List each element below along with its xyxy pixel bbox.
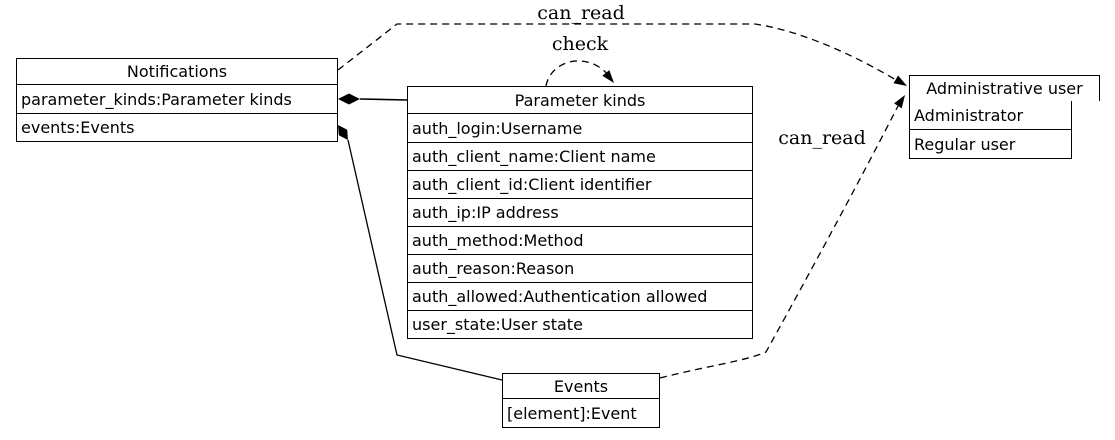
- composition-diamond-icon: [338, 93, 360, 105]
- field-row: [element]:Event: [507, 403, 637, 423]
- node-administrative-user-title: Administrative user: [909, 75, 1100, 101]
- composition-diamond-icon: [338, 125, 348, 140]
- can-read-top-edge: [337, 23, 897, 81]
- edge-label-check: check: [551, 33, 609, 55]
- field-row: auth_method:Method: [408, 226, 752, 254]
- field-row: auth_ip:IP address: [408, 198, 752, 226]
- field-row: auth_client_name:Client name: [408, 142, 752, 170]
- field-row: Regular user: [910, 129, 1071, 158]
- field-row: auth_login:Username: [412, 118, 583, 138]
- field-row: events:Events: [17, 113, 337, 141]
- field-row: auth_reason:Reason: [408, 254, 752, 282]
- composition-edge-events: [347, 139, 503, 381]
- edge-label-can-read-top: can_read: [537, 2, 625, 24]
- node-title: Notifications: [17, 59, 337, 85]
- composition-edge-parameter-kinds: [359, 98, 408, 101]
- arrowhead-icon: [894, 95, 905, 109]
- node-events: Events [element]:Event: [502, 373, 660, 428]
- field-row: Administrator: [914, 105, 1024, 125]
- check-self-loop-edge: [545, 60, 610, 87]
- node-notifications: Notifications parameter_kinds:Parameter …: [16, 58, 338, 142]
- can-read-bottom-edge: [659, 105, 899, 379]
- field-row: auth_allowed:Authentication allowed: [408, 282, 752, 310]
- node-administrative-user-body: Administrator Regular user: [909, 101, 1072, 159]
- field-row: auth_client_id:Client identifier: [408, 170, 752, 198]
- arrowhead-icon: [893, 75, 907, 86]
- node-title: Events: [503, 374, 659, 399]
- node-title: Parameter kinds: [408, 87, 752, 114]
- node-parameter-kinds: Parameter kinds auth_login:Username auth…: [407, 86, 753, 339]
- edge-label-can-read-bottom: can_read: [778, 127, 866, 149]
- field-row: user_state:User state: [408, 310, 752, 338]
- field-row: parameter_kinds:Parameter kinds: [21, 89, 292, 109]
- arrowhead-icon: [602, 70, 614, 83]
